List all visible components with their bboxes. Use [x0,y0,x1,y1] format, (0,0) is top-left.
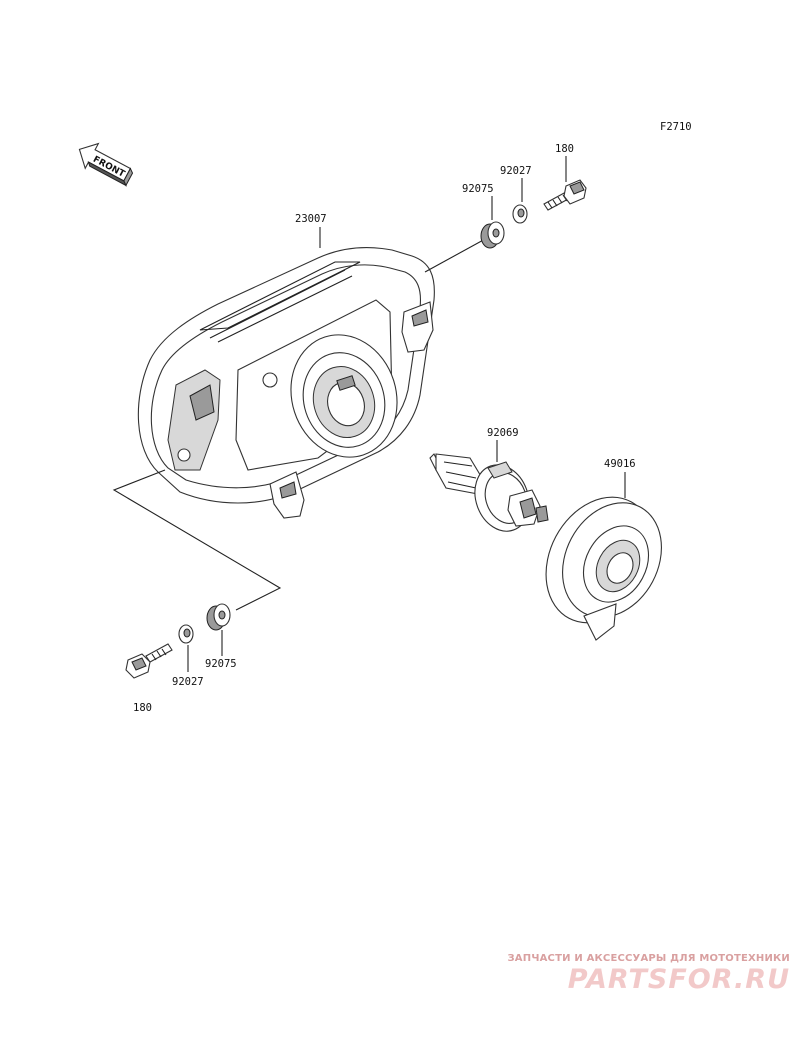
washer-bottom [178,624,194,644]
figure-code: F2710 [660,121,692,133]
bolt-bottom [125,643,173,679]
front-arrow-icon: FRONT [78,142,134,187]
label-headlight-23007: 23007 [295,213,327,225]
label-bolt-180-bottom: 180 [133,702,152,714]
watermark-logo: PARTSFOR.RU [567,964,790,995]
watermark-caption: ЗАПЧАСТИ И АКСЕССУАРЫ ДЛЯ МОТОТЕХНИКИ [507,953,790,964]
grommet-bottom [206,603,231,631]
bolt-top [543,179,587,211]
watermark: ЗАПЧАСТИ И АКСЕССУАРЫ ДЛЯ МОТОТЕХНИКИ PA… [480,953,790,996]
label-grommet-92075-top: 92075 [462,183,494,195]
grommet-top [480,221,505,249]
washer-top [512,204,528,224]
label-bulb-92069: 92069 [487,427,519,439]
headlight-assembly [137,247,435,519]
label-cover-49016: 49016 [604,458,636,470]
bulb-cover [545,496,662,641]
label-bolt-180-top: 180 [555,143,574,155]
bulb [429,453,549,532]
label-grommet-92075-bottom: 92075 [205,658,237,670]
label-washer-92027-top: 92027 [500,165,532,177]
label-washer-92027-bottom: 92027 [172,676,204,688]
